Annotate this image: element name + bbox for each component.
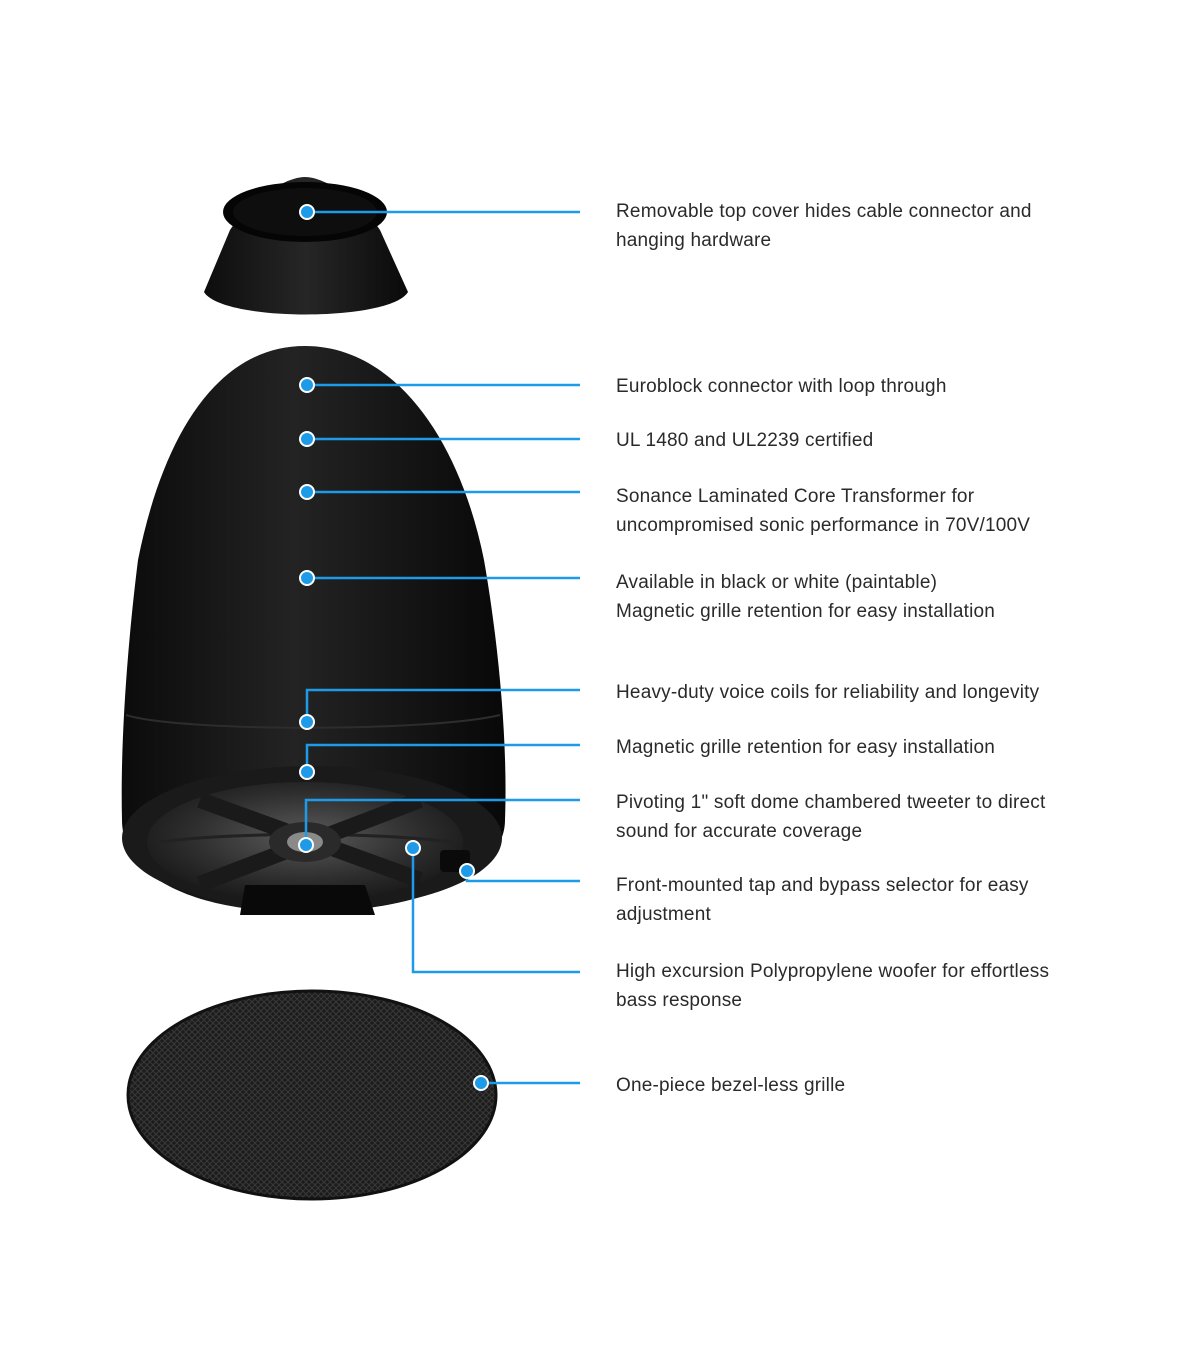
callout-magnetic-grille: Magnetic grille retention for easy insta… [616, 733, 1176, 762]
callout-dot-voice-coils [299, 714, 315, 730]
leader-line-tap-selector [465, 871, 580, 883]
callout-color: Available in black or white (paintable) … [616, 568, 1176, 626]
callout-line: High excursion Polypropylene woofer for … [616, 961, 1050, 982]
callout-line: hanging hardware [616, 230, 772, 251]
callout-dot-color [299, 570, 315, 586]
callout-dot-euroblock [299, 377, 315, 393]
callout-tweeter: Pivoting 1" soft dome chambered tweeter … [616, 788, 1176, 846]
leader-line-tweeter [304, 798, 580, 845]
callout-line: uncompromised sonic performance in 70V/1… [616, 515, 1031, 536]
callout-dot-grille [473, 1075, 489, 1091]
callout-dot-tweeter [298, 837, 314, 853]
callout-line: Available in black or white (paintable) [616, 572, 938, 593]
callout-line: Removable top cover hides cable connecto… [616, 201, 1032, 222]
grille [126, 989, 498, 1201]
callout-voice-coils: Heavy-duty voice coils for reliability a… [616, 678, 1176, 707]
callout-top-cover: Removable top cover hides cable connecto… [616, 197, 1176, 255]
callout-line: Euroblock connector with loop through [616, 376, 947, 397]
callout-transformer: Sonance Laminated Core Transformer for u… [616, 482, 1176, 540]
callout-leaders [298, 204, 580, 1091]
callout-line: Front-mounted tap and bypass selector fo… [616, 875, 1029, 896]
callout-euroblock: Euroblock connector with loop through [616, 372, 1176, 401]
callout-grille: One-piece bezel-less grille [616, 1071, 1176, 1100]
callout-line: Magnetic grille retention for easy insta… [616, 601, 996, 622]
callout-woofer: High excursion Polypropylene woofer for … [616, 957, 1176, 1015]
callout-line: Pivoting 1" soft dome chambered tweeter … [616, 792, 1046, 813]
callout-line: adjustment [616, 904, 711, 925]
callout-dot-magnetic-grille [299, 764, 315, 780]
callout-line: Heavy-duty voice coils for reliability a… [616, 682, 1040, 703]
callout-dot-woofer [405, 840, 421, 856]
leader-line-woofer [411, 848, 580, 974]
callout-line: Magnetic grille retention for easy insta… [616, 737, 996, 758]
callout-line: UL 1480 and UL2239 certified [616, 430, 874, 451]
callout-dot-top-cover [299, 204, 315, 220]
callout-dot-ul-certified [299, 431, 315, 447]
callout-line: bass response [616, 990, 743, 1011]
callout-line: One-piece bezel-less grille [616, 1075, 846, 1096]
leader-line-magnetic-grille [305, 743, 580, 772]
leader-line-voice-coils [305, 688, 580, 722]
callout-line: Sonance Laminated Core Transformer for [616, 486, 975, 507]
callout-dot-tap-selector [459, 863, 475, 879]
callout-dot-transformer [299, 484, 315, 500]
top-cover [204, 177, 408, 315]
callout-ul-certified: UL 1480 and UL2239 certified [616, 426, 1176, 455]
callout-line: sound for accurate coverage [616, 821, 863, 842]
callout-tap-selector: Front-mounted tap and bypass selector fo… [616, 871, 1176, 929]
